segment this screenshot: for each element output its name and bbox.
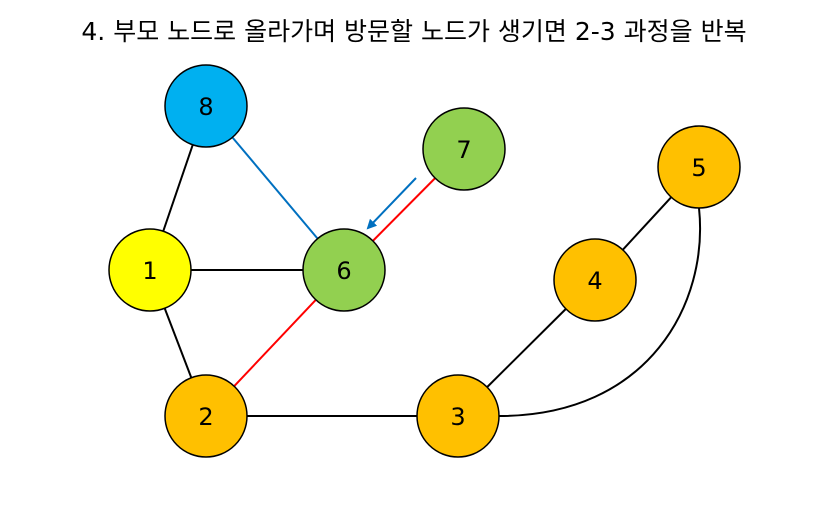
page-title: 4. 부모 노드로 올라가며 방문할 노드가 생기면 2-3 과정을 반복 bbox=[81, 17, 747, 46]
node-6: 6 bbox=[302, 228, 386, 312]
node-6-circle bbox=[302, 228, 386, 312]
node-1-label: 1 bbox=[142, 257, 157, 285]
node-7-circle bbox=[422, 107, 506, 191]
node-4-label: 4 bbox=[587, 267, 602, 295]
edge-3-5 bbox=[498, 207, 701, 417]
node-2-circle bbox=[164, 374, 248, 458]
edge-7-6 bbox=[372, 177, 436, 242]
node-8-label: 8 bbox=[198, 93, 213, 121]
node-5-circle bbox=[657, 125, 741, 209]
node-1: 1 bbox=[108, 228, 192, 312]
node-5: 5 bbox=[657, 125, 741, 209]
arrow-layer bbox=[366, 177, 417, 230]
node-1-circle bbox=[108, 228, 192, 312]
edge-8-6 bbox=[231, 136, 319, 240]
node-2: 2 bbox=[164, 374, 248, 458]
node-7-label: 7 bbox=[456, 136, 471, 164]
node-6-label: 6 bbox=[336, 257, 351, 285]
edge-4-5 bbox=[622, 196, 672, 251]
node-7: 7 bbox=[422, 107, 506, 191]
node-2-label: 2 bbox=[198, 403, 213, 431]
edge-1-2 bbox=[163, 307, 193, 379]
node-8-circle bbox=[164, 64, 248, 148]
node-4-circle bbox=[553, 238, 637, 322]
edge-3-4 bbox=[486, 308, 567, 388]
node-4: 4 bbox=[553, 238, 637, 322]
node-3-label: 3 bbox=[450, 403, 465, 431]
node-8: 8 bbox=[164, 64, 248, 148]
traversal-arrow-7-6 bbox=[366, 177, 417, 230]
node-5-label: 5 bbox=[691, 154, 706, 182]
nodes-layer: 1 2 3 4 5 6 7 8 bbox=[108, 64, 741, 458]
node-3-circle bbox=[416, 374, 500, 458]
edge-1-8 bbox=[162, 144, 194, 232]
edge-2-6 bbox=[233, 299, 317, 387]
edges-layer bbox=[162, 136, 701, 417]
node-3: 3 bbox=[416, 374, 500, 458]
